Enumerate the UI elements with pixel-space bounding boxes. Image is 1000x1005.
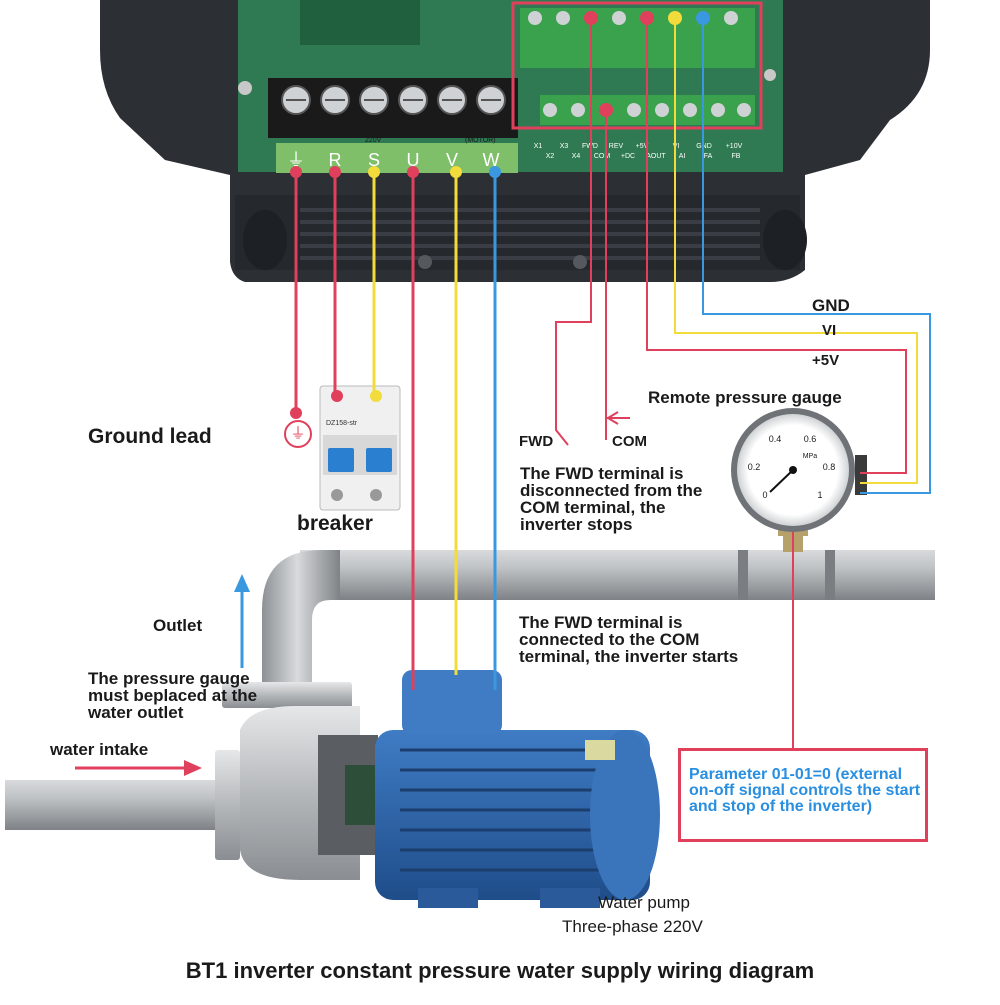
terminal-label-r: R xyxy=(329,150,342,170)
fwd-disconnected-note: The FWD terminal is disconnected from th… xyxy=(520,464,703,534)
ctl-label-x3: X3 xyxy=(560,143,569,150)
fwd-connected-note: The FWD terminal is connected to the COM… xyxy=(519,613,739,666)
intake-flange xyxy=(215,750,240,860)
ctl-label-fa: FA xyxy=(704,153,713,160)
ground-symbol-icon: ⏚ xyxy=(284,420,312,448)
power-terminal-labels: ⏚ R S U V W xyxy=(287,150,500,170)
gauge-tick-0-2: 0.2 xyxy=(748,462,761,472)
control-terminal-labels-top: X1 X3 FWD REV +5V VI GND +10V xyxy=(534,143,743,150)
power-terminal-strip xyxy=(276,143,518,173)
gauge-tick-1: 1 xyxy=(817,490,822,500)
inverter: 220V (MOTOR) ⏚ R S U V W X1 X3 xyxy=(100,0,930,282)
terminal-label-ground: ⏚ xyxy=(287,150,305,170)
ground-lead-label: Ground lead xyxy=(88,425,212,448)
pump-spec-label: Three-phase 220V xyxy=(562,917,703,936)
gnd-label: GND xyxy=(812,296,850,315)
breaker-label: breaker xyxy=(297,512,373,535)
power-screws xyxy=(281,85,506,115)
motor-header-text: (MOTOR) xyxy=(465,137,496,144)
ctl-label-fb: FB xyxy=(732,153,741,160)
parameter-note: Parameter 01-01=0 (external on-off signa… xyxy=(678,748,928,842)
switch-fwd-label: FWD xyxy=(519,433,554,450)
terminal-label-u: U xyxy=(407,150,420,170)
water-intake-label: water intake xyxy=(50,740,149,759)
gauge-needle xyxy=(769,469,794,493)
power-header-text: 220V xyxy=(365,137,382,144)
remote-pressure-gauge: 0 0.2 0.4 0.6 0.8 1 MPa xyxy=(731,408,867,536)
pipework xyxy=(5,530,935,860)
ctl-label-com: COM xyxy=(594,153,611,160)
control-terminal-labels-bottom: X2 X4 COM +DC AOUT AI FA FB xyxy=(546,153,741,160)
ctl-label-x2: X2 xyxy=(546,153,555,160)
terminal-label-w: W xyxy=(483,150,500,170)
breaker-rating-text: DZ158-str xyxy=(326,420,358,427)
outlet-pipe-elbow xyxy=(262,550,340,700)
breaker: DZ158-str xyxy=(319,385,401,511)
terminal-label-s: S xyxy=(368,150,380,170)
wires xyxy=(290,18,931,748)
plus5v-label: +5V xyxy=(812,352,840,369)
breaker-toggle-right xyxy=(366,448,392,472)
ctl-label-rev: REV xyxy=(609,143,624,150)
ctl-label-x4: X4 xyxy=(572,153,581,160)
outlet-label: Outlet xyxy=(153,616,203,635)
outlet-pipe-horizontal xyxy=(300,550,935,600)
ctl-label-5v: +5V xyxy=(636,143,649,150)
fan-vents xyxy=(300,208,760,260)
ctl-label-x1: X1 xyxy=(534,143,543,150)
pressure-gauge-note: The pressure gauge must beplaced at the … xyxy=(88,669,258,722)
control-terminal-highlight xyxy=(511,1,763,130)
vi-label: VI xyxy=(822,322,837,339)
ctl-label-dc: +DC xyxy=(621,153,635,160)
ctl-label-ai: AI xyxy=(679,153,686,160)
gauge-tick-0-8: 0.8 xyxy=(823,462,836,472)
control-screws-top xyxy=(528,11,738,25)
gauge-tick-0-6: 0.6 xyxy=(804,434,817,444)
pump-motor xyxy=(375,730,650,900)
ctl-label-vi: VI xyxy=(673,143,680,150)
gauge-scale: 0 0.2 0.4 0.6 0.8 1 MPa xyxy=(748,434,836,500)
flow-arrows xyxy=(75,574,250,776)
water-pump xyxy=(240,670,660,908)
outlet-flange xyxy=(222,682,352,708)
terminal-label-v: V xyxy=(446,150,458,170)
gauge-unit: MPa xyxy=(803,453,818,460)
ctl-label-aout: AOUT xyxy=(646,153,666,160)
intake-pipe xyxy=(5,780,235,830)
control-terminal-block-top xyxy=(520,8,755,68)
pump-label: Water pump xyxy=(598,893,690,912)
control-screws-bottom xyxy=(543,103,751,117)
diagram-title: BT1 inverter constant pressure water sup… xyxy=(185,958,815,983)
ctl-label-10v: +10V xyxy=(726,143,743,150)
gauge-tick-0-4: 0.4 xyxy=(769,434,782,444)
gauge-tick-0: 0 xyxy=(762,490,767,500)
switch-com-label: COM xyxy=(612,433,647,450)
breaker-toggle-left xyxy=(328,448,354,472)
power-terminal-block xyxy=(268,78,518,138)
junction-box xyxy=(402,670,502,735)
remote-gauge-label: Remote pressure gauge xyxy=(648,388,842,407)
